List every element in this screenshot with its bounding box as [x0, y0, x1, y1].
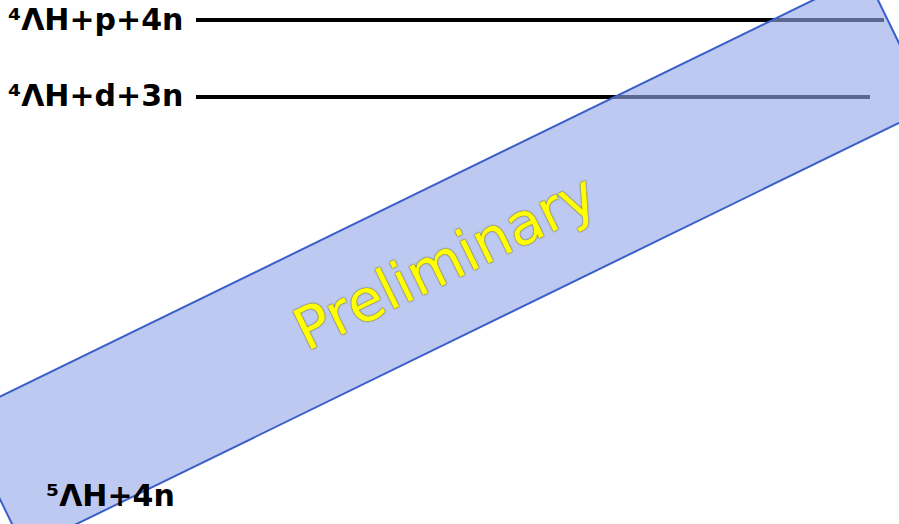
level-label: ⁴ΛH+p+4n: [8, 2, 183, 37]
level-label: ⁵ΛH+4n: [46, 478, 175, 513]
level-label: ⁴ΛH+d+3n: [8, 78, 183, 113]
watermark-text: Preliminary: [283, 160, 607, 365]
